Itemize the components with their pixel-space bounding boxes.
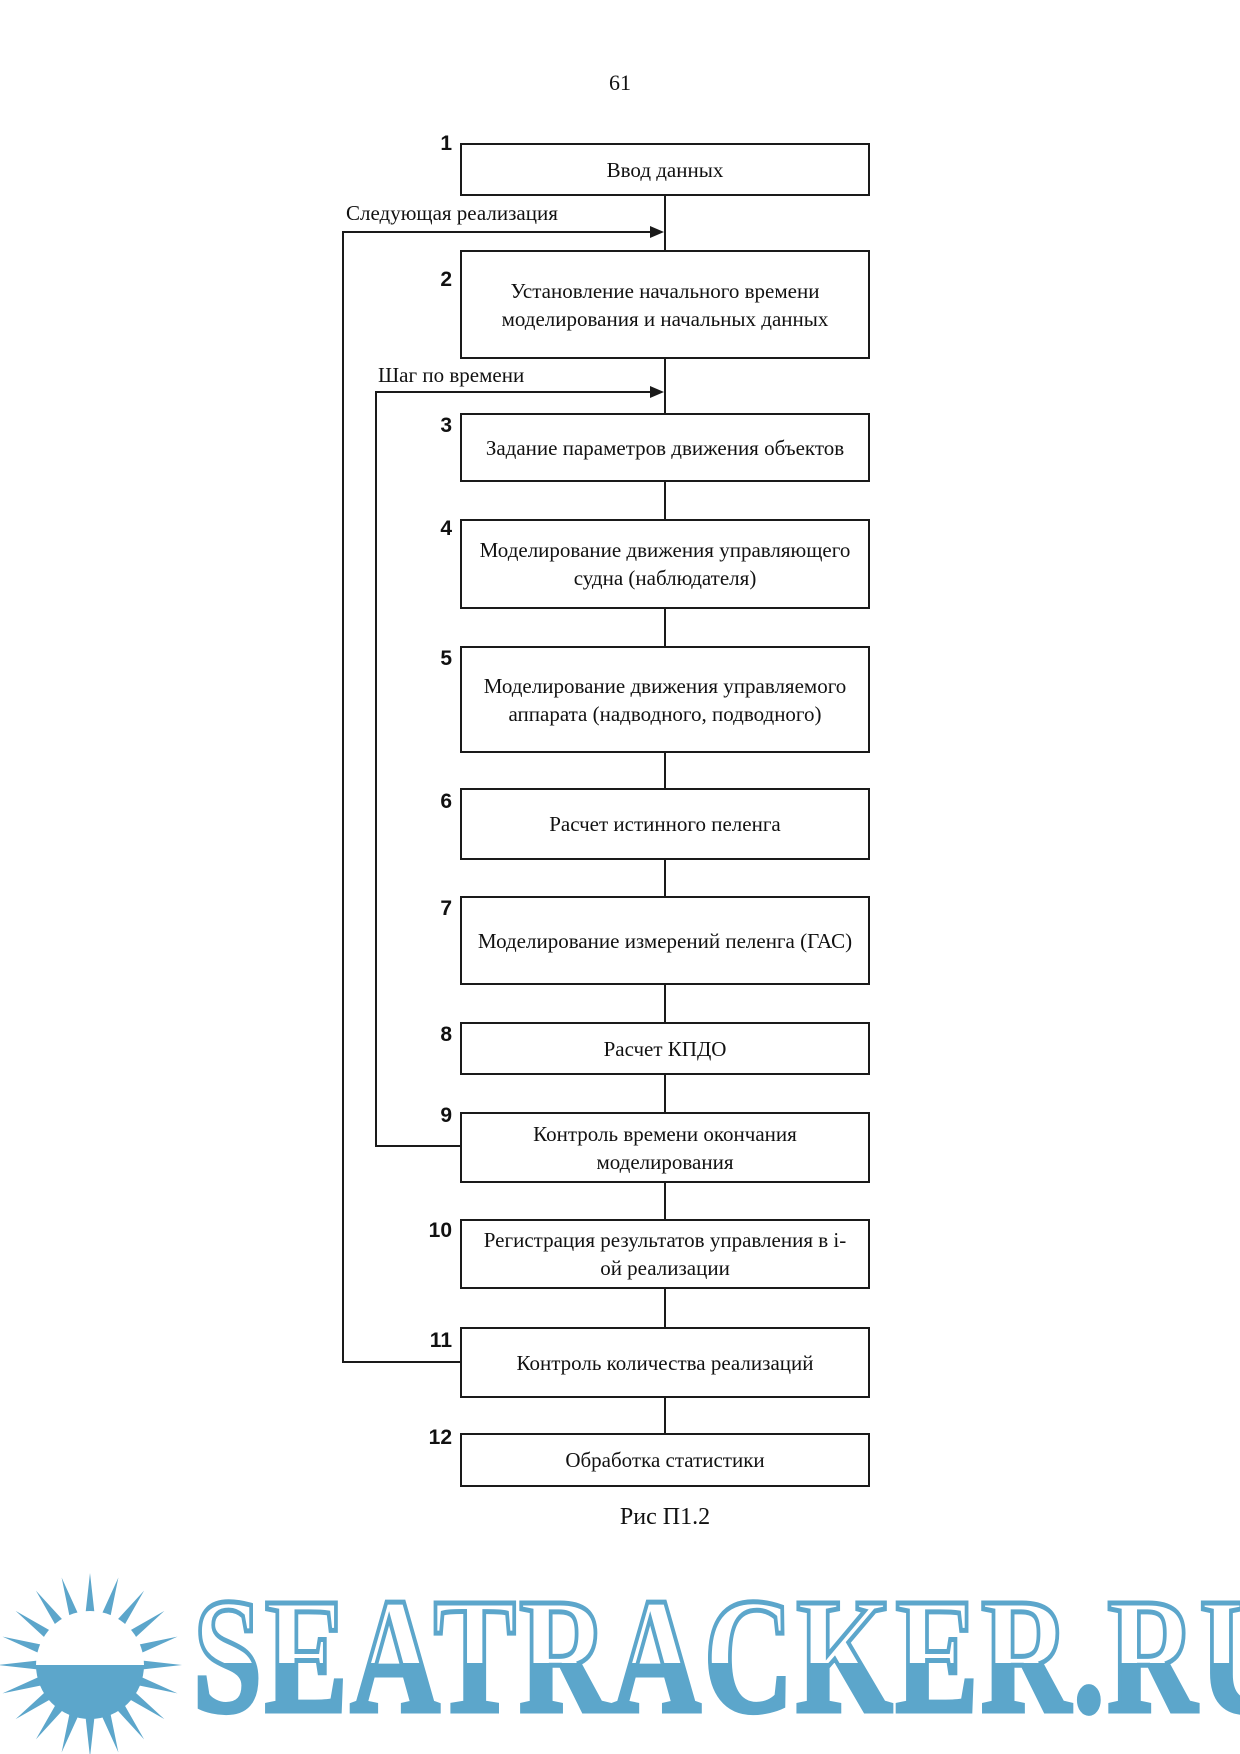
loop-label-time-step: Шаг по времени [378,363,525,387]
flow-box-true-bearing: Расчет истинного пеленга [460,788,870,860]
loop-label-next-realization: Следующая реализация [346,201,558,225]
connector-2-3 [664,359,666,413]
connector-3-4 [664,482,666,519]
flow-box-input-data: Ввод данных [460,143,870,196]
connector-8-9 [664,1075,666,1112]
step-number-12: 12 [428,1426,452,1449]
step-number-5: 5 [440,647,452,670]
watermark-text-outline: SEATRACKER.RU [191,1564,1240,1747]
flow-box-realizations-control: Контроль количества реализаций [460,1327,870,1398]
flow-box-kpdo-calc: Расчет КПДО [460,1022,870,1075]
connector-6-7 [664,860,666,896]
flow-box-init-time: Установление начального времени моделиро… [460,250,870,359]
flow-box-results-registration: Регистрация результатов управления в i- … [460,1219,870,1289]
loop-time-step-top [375,391,652,393]
connector-10-11 [664,1289,666,1327]
flow-box-vehicle-model: Моделирование движения управляемого аппа… [460,646,870,753]
flow-box-statistics: Обработка статистики [460,1433,870,1487]
arrowhead-time-step [650,386,664,398]
flow-box-end-time-control: Контроль времени окончания моделирования [460,1112,870,1183]
connector-11-12 [664,1396,666,1433]
step-number-2: 2 [440,268,452,291]
step-number-4: 4 [440,517,452,540]
loop-next-realization-vertical [342,232,344,1362]
flow-box-motion-params: Задание параметров движения объектов [460,413,870,482]
watermark-text-solid: SEATRACKER.RU [191,1564,1240,1747]
arrowhead-next-realization [650,226,664,238]
sun-logo-icon [0,1573,182,1754]
loop-time-step-vertical [375,392,377,1146]
step-number-8: 8 [440,1023,452,1046]
connector-7-8 [664,985,666,1022]
connector-5-6 [664,753,666,788]
connector-1-2 [664,196,666,250]
step-number-1: 1 [440,132,452,155]
step-number-7: 7 [440,897,452,920]
connector-4-5 [664,609,666,646]
step-number-10: 10 [428,1219,452,1242]
flow-box-bearing-measurements: Моделирование измерений пеленга (ГАС) [460,896,870,985]
loop-time-step-bottom [375,1145,460,1147]
figure-caption: Рис П1.2 [619,1504,711,1530]
connector-9-10 [664,1183,666,1219]
step-number-6: 6 [440,790,452,813]
step-number-9: 9 [440,1104,452,1127]
flow-box-observer-ship-model: Моделирование движения управляющего судн… [460,519,870,609]
page-number: 61 [609,70,631,95]
loop-next-realization-bottom [342,1361,460,1363]
step-number-11: 11 [429,1329,452,1352]
step-number-3: 3 [440,414,452,437]
loop-next-realization-top [342,231,652,233]
